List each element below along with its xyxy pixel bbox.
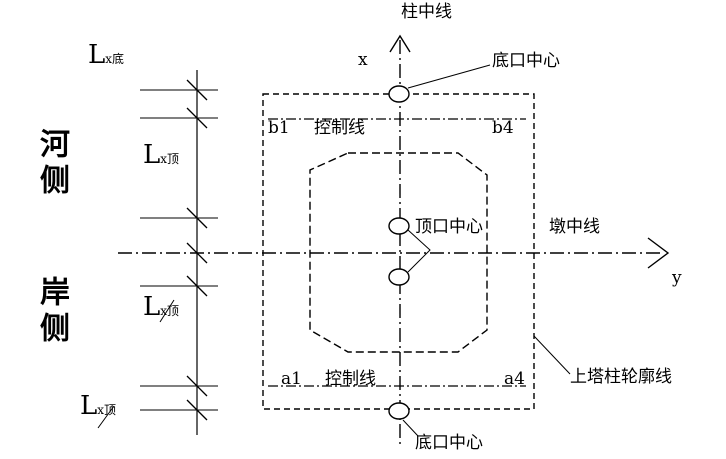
pier-centerline-label: 墩中线 bbox=[549, 217, 600, 237]
bottom-center-label-bottom: 底口中心 bbox=[415, 433, 483, 453]
dim-label-sub: x顶 bbox=[97, 403, 117, 417]
point-b4: b4 bbox=[492, 118, 514, 138]
dim-label-main: L bbox=[80, 391, 98, 421]
dimension-extension-lines bbox=[140, 89, 218, 411]
x-axis-label: x bbox=[358, 50, 368, 70]
leader-bottom-center-bottom bbox=[402, 419, 419, 437]
control-line-label-top: 控制线 bbox=[314, 118, 365, 138]
lower-center-marker bbox=[388, 268, 410, 286]
dim-label-sub: x顶 bbox=[160, 152, 180, 166]
dim-label-lx-top-1: Lx顶 bbox=[143, 142, 179, 168]
bottom-center-label-top: 底口中心 bbox=[492, 51, 560, 71]
point-a4: a4 bbox=[504, 369, 525, 389]
tower-outline-rect bbox=[262, 93, 535, 410]
dim-label-sub: x顶 bbox=[160, 304, 180, 318]
leader-tower-outline bbox=[533, 335, 571, 375]
top-center-label: 顶口中心 bbox=[415, 217, 483, 237]
tower-outline-label: 上塔柱轮廓线 bbox=[570, 367, 672, 387]
dim-label-main: L bbox=[143, 292, 161, 322]
shore-side-label: 岸侧 bbox=[34, 276, 69, 348]
dim-label-lx-top-2: Lx顶 bbox=[143, 294, 179, 320]
top-center-marker bbox=[388, 217, 410, 235]
y-axis-arrowhead bbox=[647, 237, 670, 269]
y-axis-label: y bbox=[672, 268, 682, 288]
dim-label-lx-top-3: Lx顶 bbox=[80, 393, 116, 419]
dim-label-slash-4 bbox=[97, 405, 115, 429]
point-a1: a1 bbox=[281, 369, 302, 389]
dimension-ticks bbox=[186, 79, 208, 421]
leader-top-center bbox=[407, 229, 431, 273]
dim-label-slash-3 bbox=[159, 299, 175, 323]
bottom-center-marker-bottom bbox=[388, 402, 410, 420]
x-axis-arrowhead bbox=[389, 34, 411, 53]
control-line-label-bottom: 控制线 bbox=[325, 369, 376, 389]
dim-label-lx-bottom: Lx底 bbox=[88, 42, 124, 68]
dim-label-main: L bbox=[143, 140, 161, 170]
river-side-label: 河侧 bbox=[34, 128, 69, 200]
inner-chamfered-outline bbox=[309, 152, 488, 353]
dim-label-main: L bbox=[88, 40, 106, 70]
bottom-center-marker-top bbox=[388, 85, 410, 103]
dim-label-sub: x底 bbox=[105, 52, 125, 66]
point-b1: b1 bbox=[268, 118, 290, 138]
column-centerline-label: 柱中线 bbox=[401, 2, 452, 22]
leader-bottom-center-top bbox=[407, 64, 491, 89]
